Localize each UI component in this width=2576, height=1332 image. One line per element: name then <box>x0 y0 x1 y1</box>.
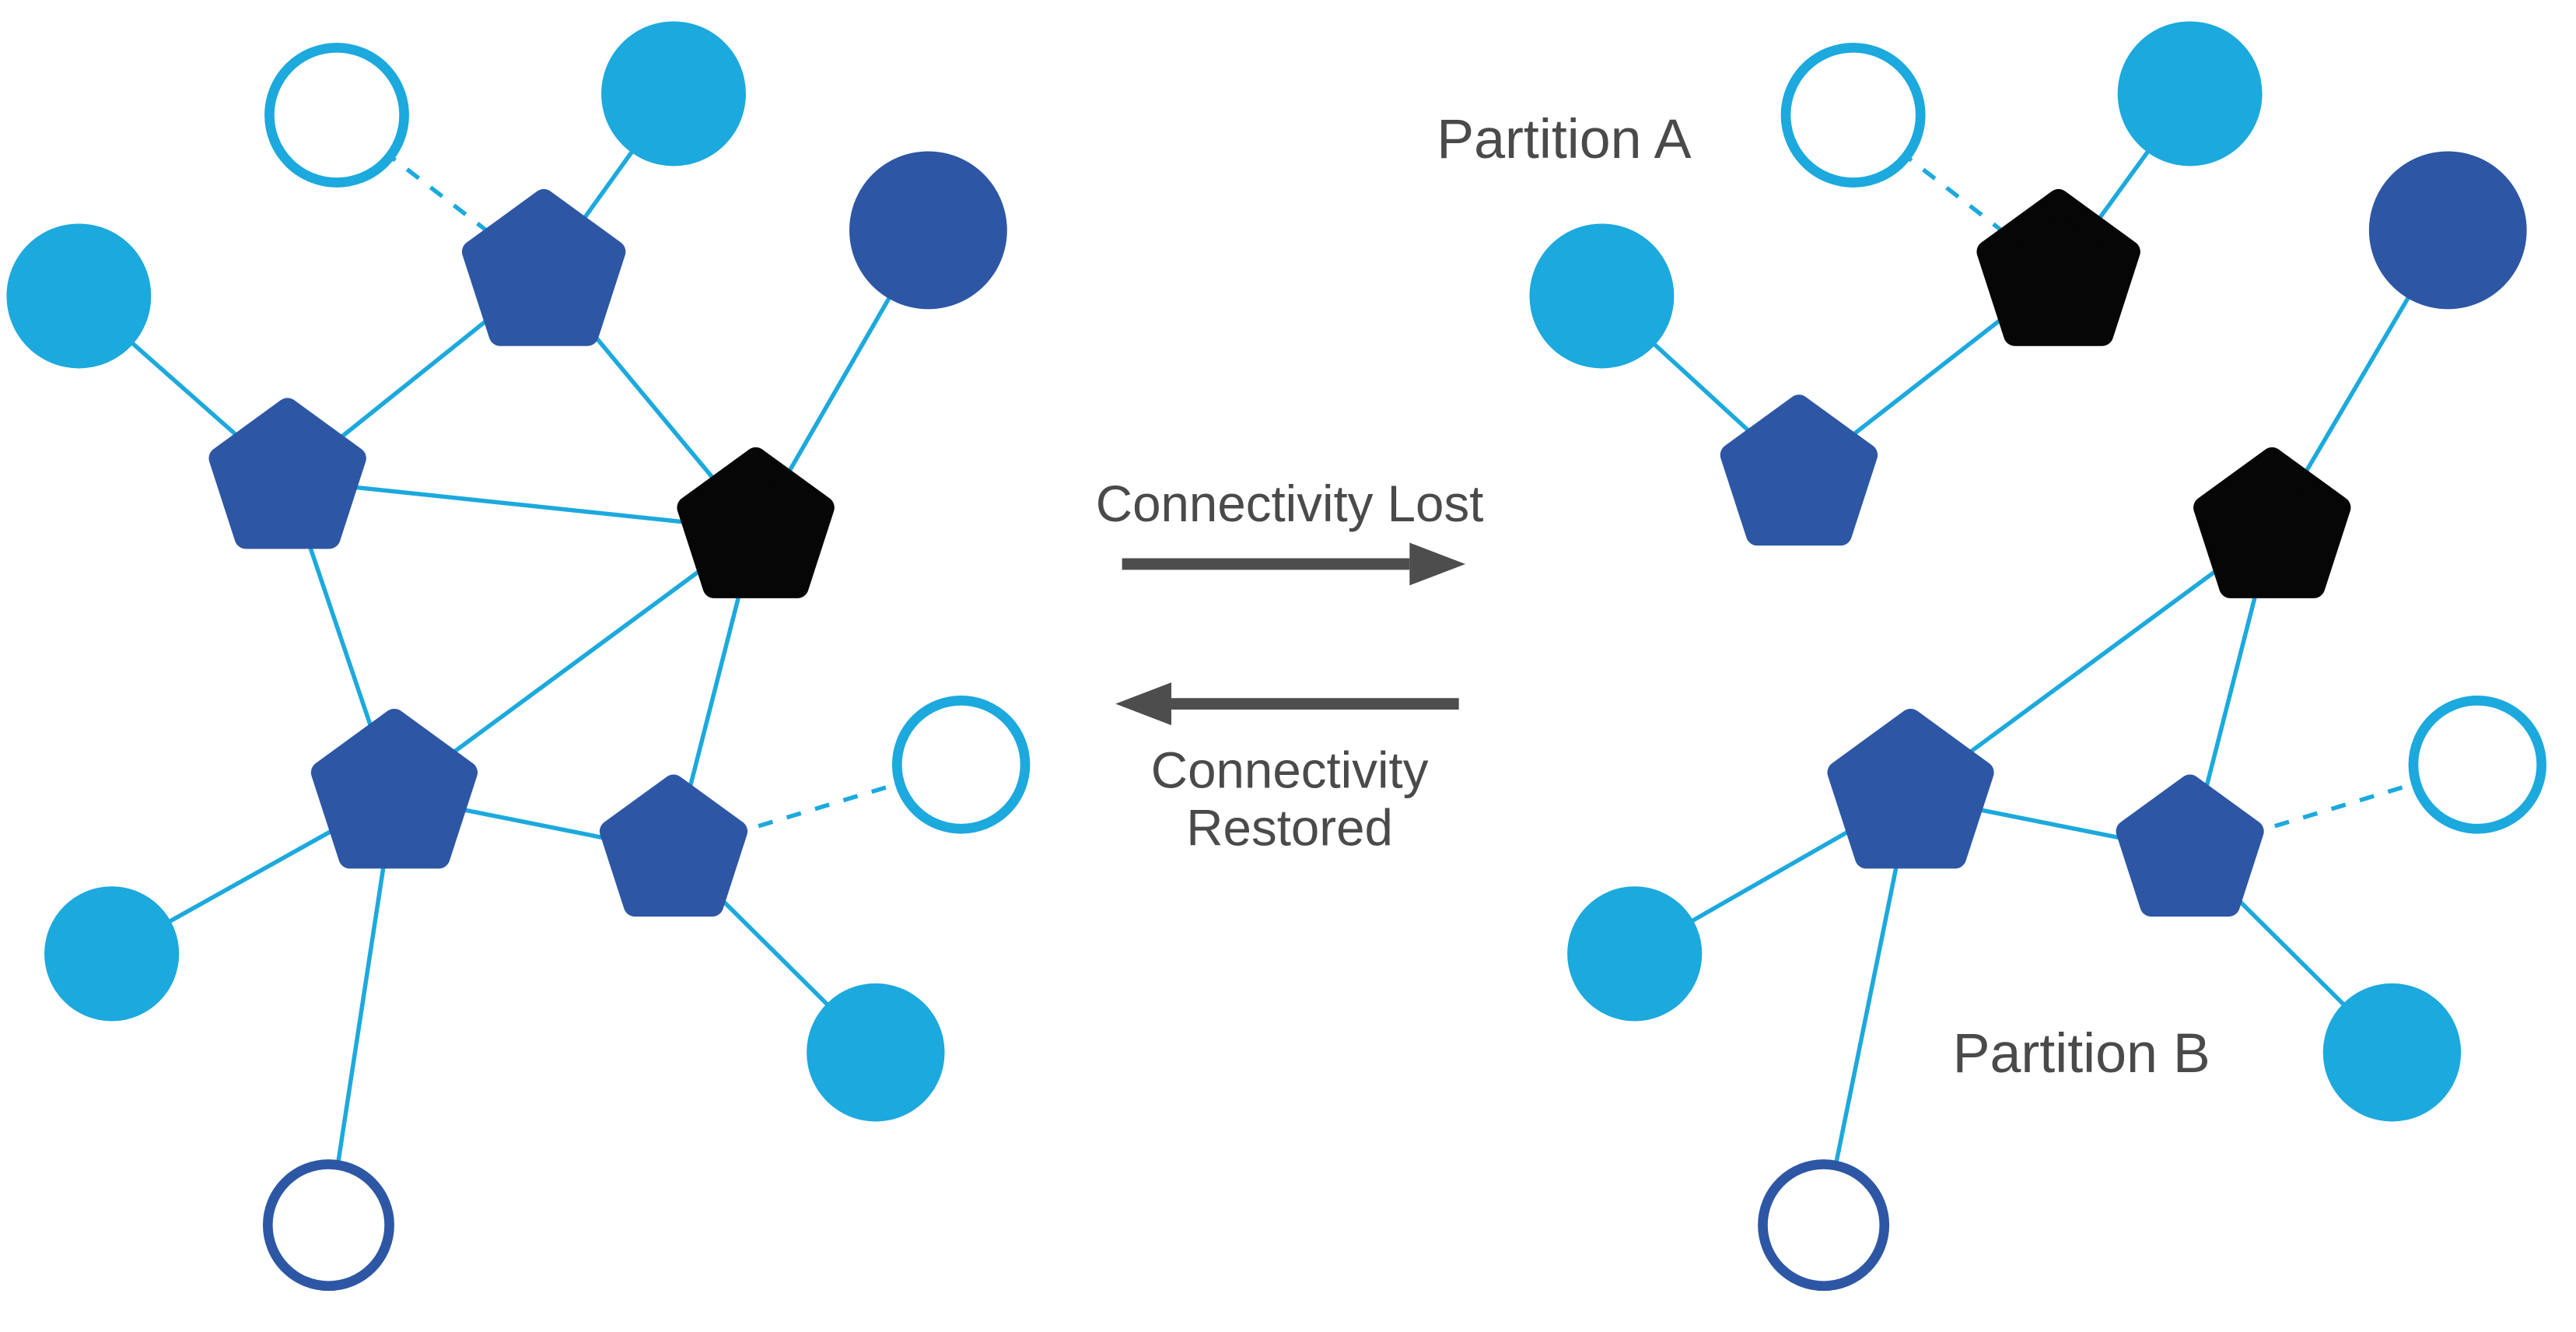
partition-a-label: Partition A <box>1437 108 1691 170</box>
right-node-filled-dark-circle <box>2368 151 2527 310</box>
right-node-dark-pentagon <box>2116 774 2264 917</box>
right-node-black-pentagon <box>1976 189 2140 346</box>
left-node-dark-pentagon <box>599 774 748 917</box>
right-node-outline-dark-circle <box>1758 1159 1890 1292</box>
left-node-outline-cyan-circle <box>891 696 1031 834</box>
right-node-filled-cyan-circle <box>2322 983 2462 1122</box>
left-node-filled-cyan-circle <box>807 983 945 1122</box>
right-node-filled-cyan-circle <box>2117 21 2263 166</box>
right-node-black-pentagon <box>2193 447 2351 598</box>
left-node-dark-pentagon <box>310 708 478 869</box>
left-node-dark-pentagon <box>461 189 626 346</box>
left-node-filled-dark-circle <box>849 151 1007 310</box>
left-node-filled-cyan-circle <box>601 21 746 166</box>
right-node-outline-cyan-circle <box>1780 42 1926 188</box>
connectivity-restored-label-line1: Connectivity <box>1151 741 1429 798</box>
connectivity-lost-label: Connectivity Lost <box>1096 475 1484 532</box>
left-node-outline-dark-circle <box>262 1159 394 1292</box>
right-node-filled-cyan-circle <box>1567 886 1703 1022</box>
connectivity-restored-arrow-head <box>1115 682 1172 726</box>
partition-b-label: Partition B <box>1953 1022 2210 1085</box>
left-node-outline-cyan-circle <box>264 42 409 188</box>
left-edge-p2-p3 <box>287 478 756 532</box>
connectivity-restored-label-line2: Restored <box>1186 799 1393 856</box>
left-node-dark-pentagon <box>208 398 366 549</box>
left-node-filled-cyan-circle <box>6 223 152 369</box>
right-node-filled-cyan-circle <box>1529 223 1675 369</box>
right-node-dark-pentagon <box>1720 394 1878 546</box>
connectivity-lost-arrow-head <box>1409 542 1466 586</box>
right-node-outline-cyan-circle <box>2408 696 2546 834</box>
right-node-dark-pentagon <box>1827 708 1994 869</box>
left-node-filled-cyan-circle <box>44 886 180 1022</box>
left-node-black-pentagon <box>677 447 835 598</box>
